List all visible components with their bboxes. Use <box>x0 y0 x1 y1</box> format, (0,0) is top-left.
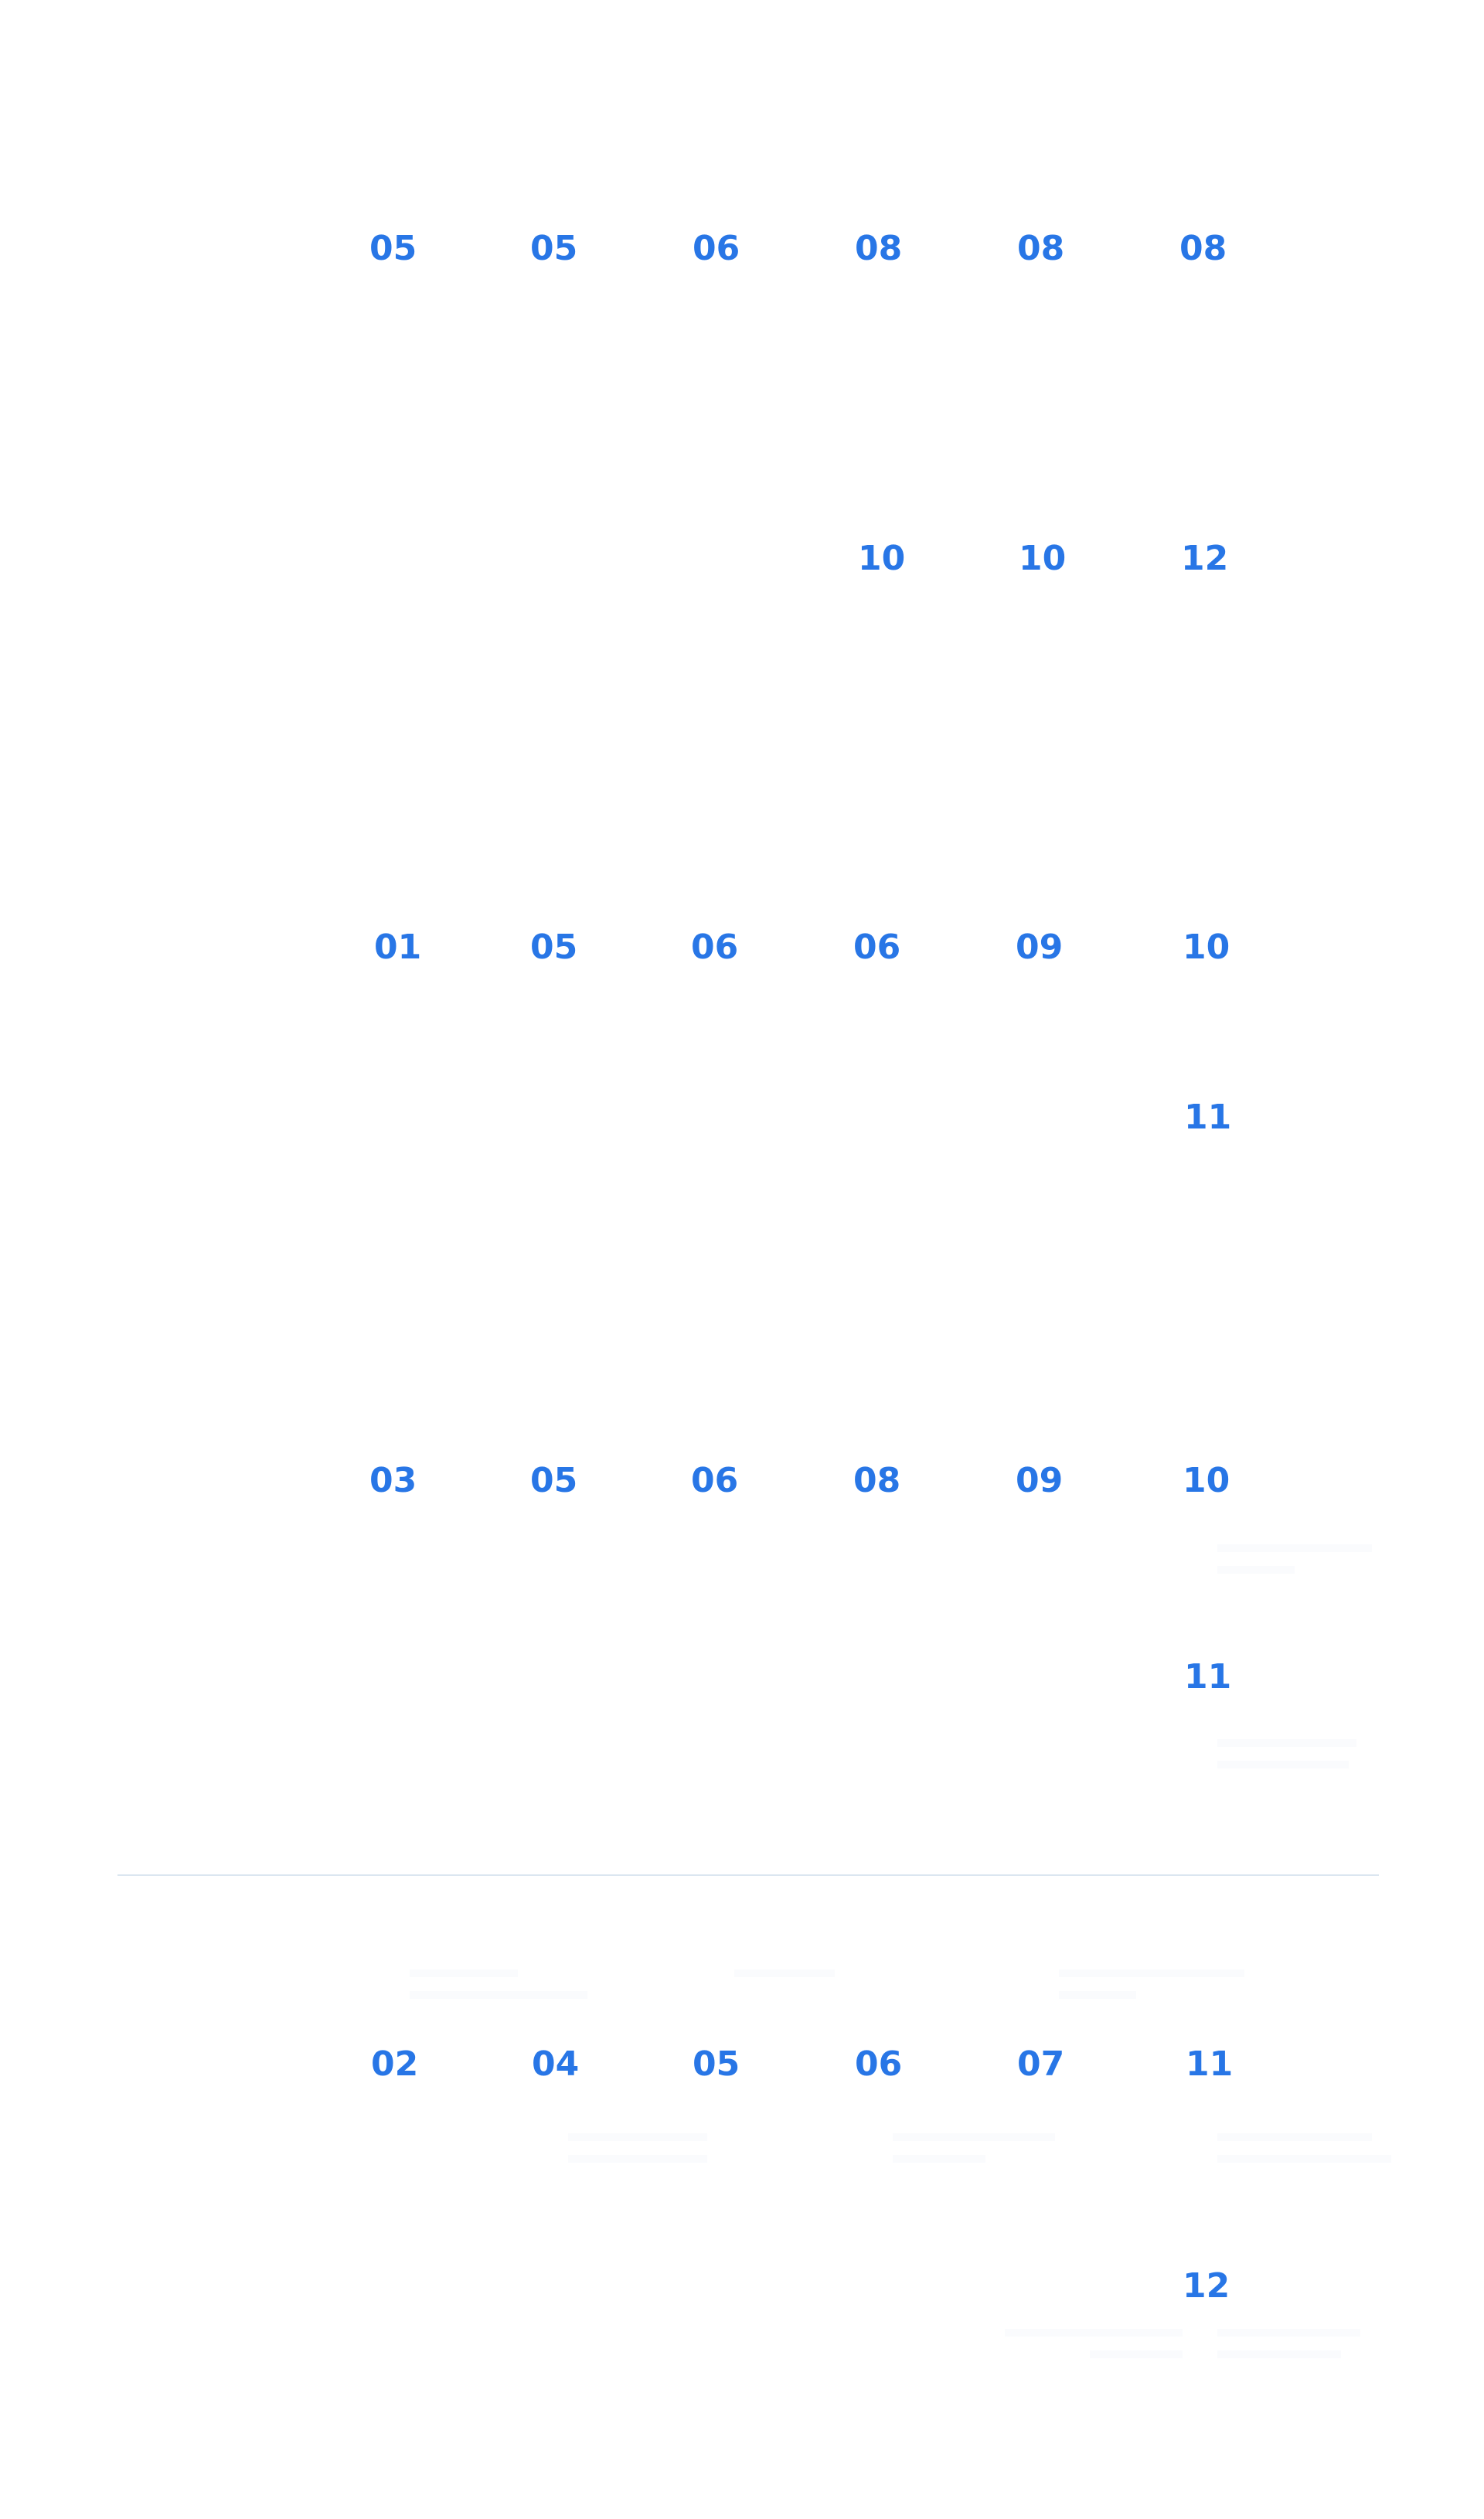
month-label: 04 <box>532 2044 580 2084</box>
month-label: 10 <box>1183 1461 1230 1500</box>
month-label: 12 <box>1181 539 1229 578</box>
month-label: 10 <box>858 539 906 578</box>
month-label: 12 <box>1183 2266 1230 2306</box>
faint-text-block <box>1217 1538 1387 1585</box>
month-label: 08 <box>853 1461 901 1500</box>
month-label: 05 <box>693 2044 740 2084</box>
faint-text-block <box>1059 1963 1252 2010</box>
month-label: 02 <box>371 2044 419 2084</box>
month-label: 07 <box>1017 2044 1065 2084</box>
month-label: 09 <box>1016 928 1064 967</box>
month-label: 03 <box>369 1461 417 1500</box>
faint-text-block <box>1217 1733 1372 1779</box>
month-label: 05 <box>530 1461 578 1500</box>
month-label: 06 <box>691 1461 739 1500</box>
section-divider <box>117 1874 1379 1876</box>
month-label: 09 <box>1016 1461 1064 1500</box>
month-label: 01 <box>374 928 422 967</box>
month-label: 06 <box>693 229 740 268</box>
month-label: 08 <box>1017 229 1065 268</box>
month-label: 11 <box>1184 1098 1232 1137</box>
month-label: 11 <box>1184 1657 1232 1697</box>
month-label: 10 <box>1183 928 1230 967</box>
faint-text-block <box>1005 2323 1186 2369</box>
month-label: 06 <box>691 928 739 967</box>
faint-text-block <box>410 1963 595 2010</box>
month-label: 05 <box>530 928 578 967</box>
month-label: 08 <box>1179 229 1227 268</box>
month-label: 11 <box>1186 2044 1234 2084</box>
faint-text-block <box>1217 2323 1372 2369</box>
month-label: 05 <box>369 229 417 268</box>
faint-text-block <box>893 2127 1063 2173</box>
month-label: 06 <box>853 928 901 967</box>
faint-text-block <box>568 2127 715 2173</box>
month-label: 10 <box>1019 539 1067 578</box>
faint-text-block <box>1217 2127 1395 2173</box>
month-label: 08 <box>855 229 903 268</box>
month-label: 06 <box>855 2044 903 2084</box>
faint-text-block <box>734 1963 842 1986</box>
month-label: 05 <box>530 229 578 268</box>
